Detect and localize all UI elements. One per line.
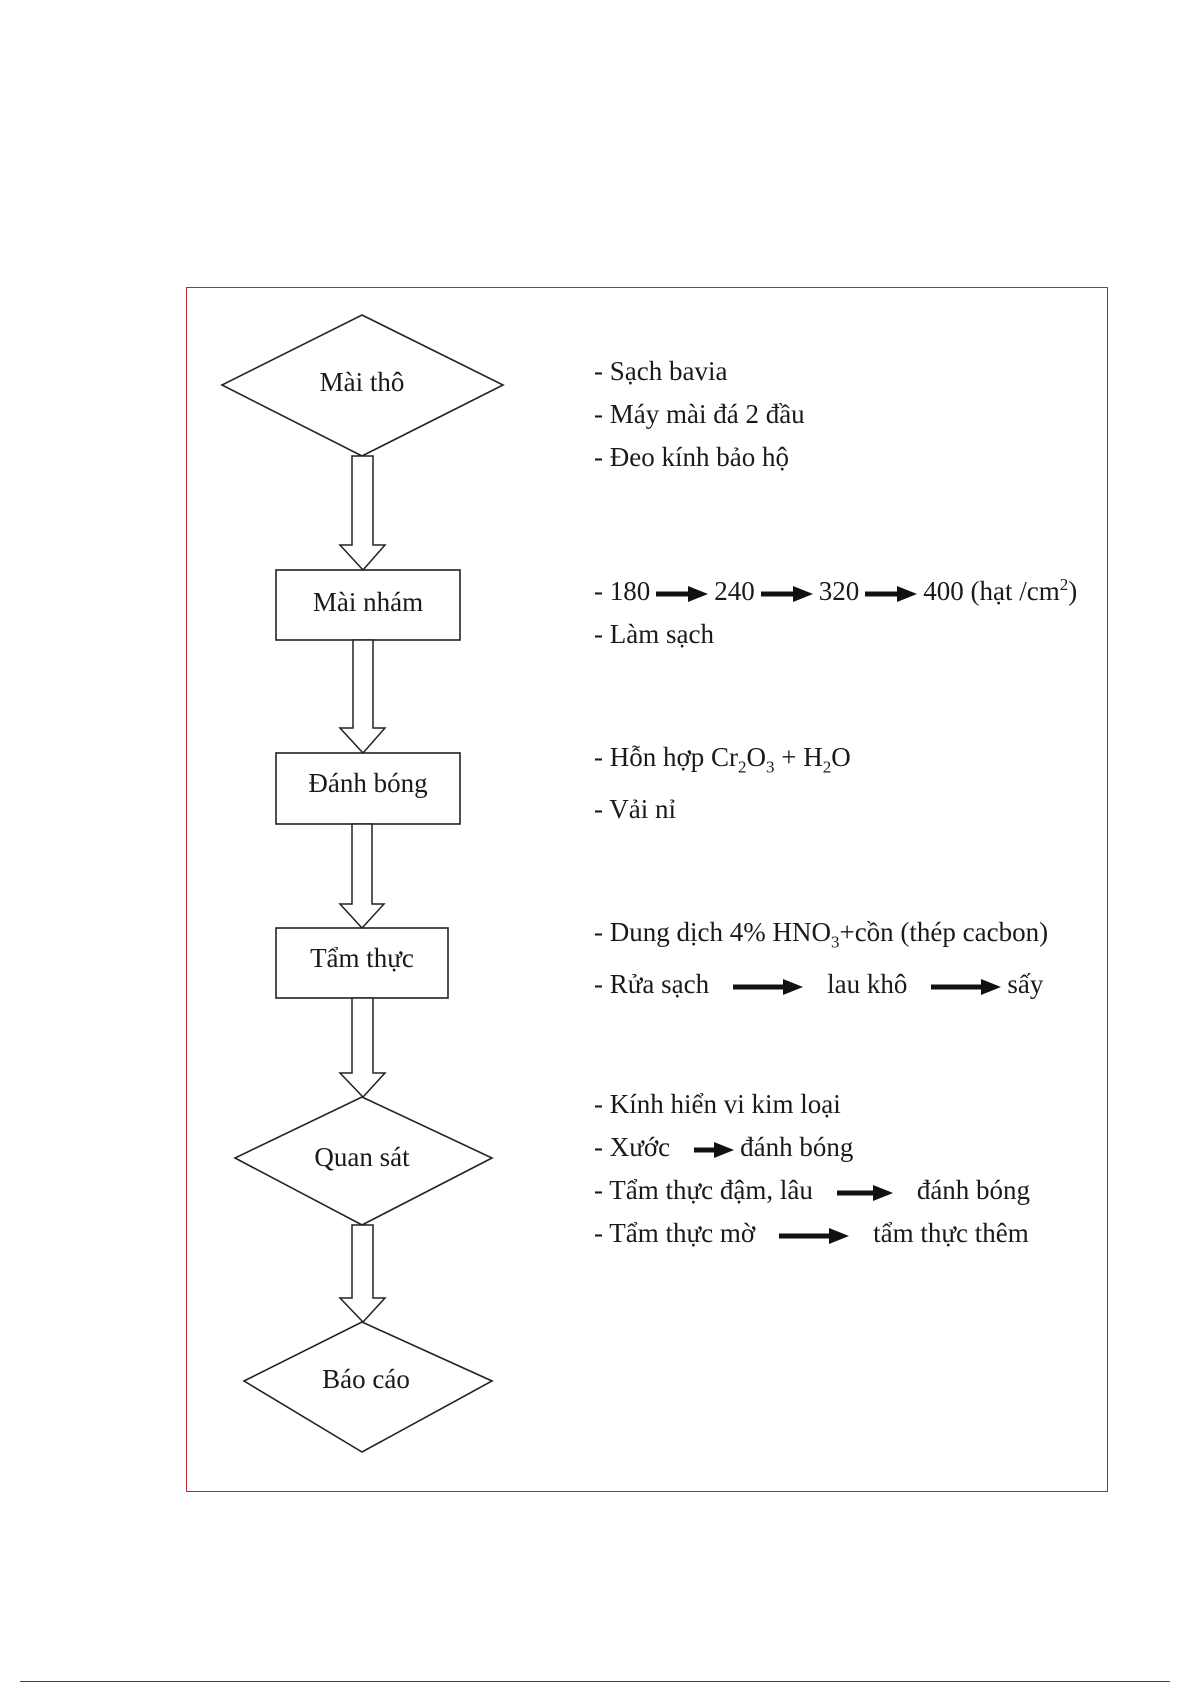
formula-part: - Hỗn hợp Cr: [594, 742, 739, 772]
light-etch-action: tẩm thực thêm: [873, 1218, 1029, 1248]
page-bottom-rule: [20, 1681, 1170, 1682]
formula-part: O: [746, 742, 767, 772]
notes-tam-thuc: - Dung dịch 4% HNO3+cồn (thép cacbon) - …: [594, 911, 1048, 1006]
grit-close: ): [1068, 576, 1078, 606]
step-danh-bong-box: [275, 752, 461, 825]
step-tam-thuc-box: [275, 927, 449, 999]
arrow-right-icon: [656, 585, 709, 602]
flow-arrow-2: [338, 639, 387, 755]
diagram-frame: [186, 287, 1108, 1492]
bake-step: sấy: [1007, 969, 1044, 1000]
note-line-rinse: - Rửa sạch lau khô sấy: [594, 963, 1048, 1006]
grit-240: 240: [714, 576, 755, 606]
note-line: - Vải nỉ: [594, 794, 676, 825]
flow-arrow-4: [338, 997, 387, 1099]
notes-mai-nham: - 180 240 320 400 (hạt /cm2) - Làm sạch: [594, 563, 1077, 656]
note-line-heavy-etch: - Tẩm thực đậm, lâu đánh bóng: [594, 1169, 1030, 1212]
flow-arrow-3: [338, 823, 386, 930]
light-etch-cause: - Tẩm thực mờ: [594, 1218, 756, 1248]
arrow-right-icon: [694, 1141, 735, 1158]
note-line-formula: - Hỗn hợp Cr2O3 + H2O: [594, 736, 851, 788]
step-bao-cao-diamond: [242, 1321, 494, 1453]
formula-part: O: [831, 742, 851, 772]
scratch-action: đánh bóng: [740, 1132, 854, 1162]
arrow-right-icon: [760, 585, 813, 602]
formula-sub: 2: [822, 757, 832, 777]
note-line-scratch: - Xước đánh bóng: [594, 1126, 1030, 1169]
note-line: - Đeo kính bảo hộ: [594, 442, 789, 472]
arrow-right-icon: [865, 585, 918, 602]
note-line-grit: - 180 240 320 400 (hạt /cm2): [594, 563, 1077, 613]
notes-mai-tho: - Sạch bavia - Máy mài đá 2 đầu - Đeo kí…: [594, 350, 805, 479]
grit-unit-sup: 2: [1059, 575, 1069, 594]
formula-sub: 3: [766, 757, 775, 777]
dry-step: lau khô: [827, 969, 908, 1000]
rinse-step: - Rửa sạch: [594, 969, 710, 1000]
note-line: - Sạch bavia: [594, 356, 728, 386]
note-line: - Kính hiển vi kim loại: [594, 1089, 841, 1119]
step-label-tam-thuc: Tẩm thực: [310, 943, 414, 973]
solution-part: - Dung dịch 4% HNO: [594, 917, 831, 947]
formula-sub: 2: [738, 757, 747, 777]
step-label-danh-bong: Đánh bóng: [308, 768, 427, 798]
note-line-solution: - Dung dịch 4% HNO3+cồn (thép cacbon): [594, 911, 1048, 963]
step-label-bao-cao: Báo cáo: [322, 1364, 410, 1394]
flow-arrow-1: [338, 455, 387, 572]
formula-part: + H: [774, 742, 823, 772]
arrow-right-icon: [779, 1227, 850, 1244]
solution-sub: 3: [830, 932, 840, 952]
note-line: - Máy mài đá 2 đầu: [594, 399, 805, 429]
note-line-light-etch: - Tẩm thực mờ tẩm thực thêm: [594, 1212, 1030, 1255]
step-label-mai-tho: Mài thô: [320, 367, 405, 397]
scratch-cause: - Xước: [594, 1132, 671, 1162]
arrow-right-icon: [733, 979, 804, 996]
solution-part: +cồn (thép cacbon): [839, 917, 1049, 947]
arrow-right-icon: [836, 1184, 893, 1201]
step-label-quan-sat: Quan sát: [314, 1142, 410, 1172]
arrow-right-icon: [931, 979, 1002, 996]
grit-180: - 180: [594, 576, 651, 606]
step-label-mai-nham: Mài nhám: [313, 587, 423, 617]
notes-danh-bong: - Hỗn hợp Cr2O3 + H2O - Vải nỉ: [594, 736, 851, 831]
heavy-etch-action: đánh bóng: [916, 1175, 1031, 1205]
heavy-etch-cause: - Tẩm thực đậm, lâu: [594, 1175, 813, 1205]
note-line: - Làm sạch: [594, 619, 714, 649]
grit-320: 320: [818, 576, 860, 606]
flow-arrow-5: [338, 1224, 387, 1324]
step-mai-nham-box: [275, 569, 461, 641]
grit-400: 400 (hạt /cm: [923, 576, 1060, 606]
